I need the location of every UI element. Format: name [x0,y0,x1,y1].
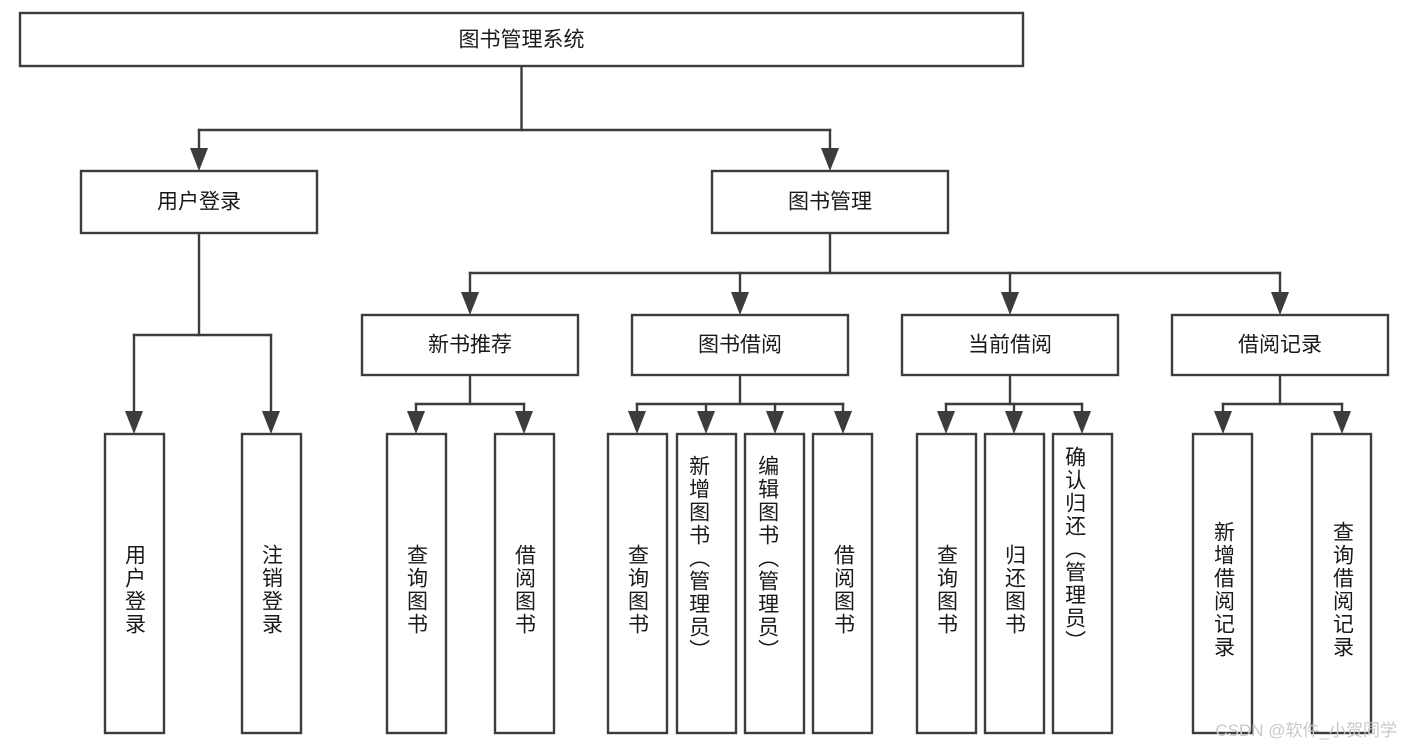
arrow-head-icon [821,148,839,171]
node-book-management[interactable]: 图书管理 [710,169,950,235]
leaf-borrow-record-add[interactable]: 新增借阅记录 [1191,432,1254,735]
leaf-label-current-borrow-confirm: 确认归还（管理员） [1063,446,1087,653]
node-box-leaf [743,432,806,735]
node-box-leaf [1051,432,1114,735]
node-box-leaf [240,432,303,735]
node-box-leaf [983,432,1046,735]
node-box-user-login [79,169,319,235]
leaf-label-borrow-record-add: 新增借阅记录 [1212,521,1236,659]
leaf-book-borrow-edit[interactable]: 编辑图书（管理员） [743,432,806,735]
node-box-leaf [1310,432,1373,735]
leaf-new-book-borrow[interactable]: 借阅图书 [493,432,556,735]
node-box-leaf [1191,432,1254,735]
arrow-head-icon [731,292,749,315]
connectors-borrowrecord-to-leaves [1214,373,1351,434]
arrow-head-icon [1001,292,1019,315]
connectors-newbook-to-leaves [407,373,533,434]
arrow-head-icon [1214,411,1232,434]
node-box-current-borrow [900,313,1120,377]
node-label-user-login: 用户登录 [157,191,241,214]
node-label-book-management: 图书管理 [788,191,872,214]
node-label-current-borrow: 当前借阅 [968,334,1052,357]
leaf-label-current-borrow-return: 归还图书 [1003,544,1027,636]
leaf-label-new-book-query: 查询图书 [405,544,429,636]
node-user-login[interactable]: 用户登录 [79,169,319,235]
arrow-head-icon [697,411,715,434]
node-box-leaf [675,432,738,735]
connectors-bookborrow-to-leaves [628,373,852,434]
arrow-head-icon [1333,411,1351,434]
leaf-label-borrow-record-query: 查询借阅记录 [1331,521,1355,659]
node-box-new-book-recommend [360,313,580,377]
leaf-label-user-login-signin: 用户登录 [123,544,147,636]
leaf-book-borrow-add[interactable]: 新增图书（管理员） [675,432,738,735]
node-box-leaf [385,432,448,735]
leaf-current-borrow-return[interactable]: 归还图书 [983,432,1046,735]
node-label-book-borrow: 图书借阅 [698,334,782,357]
node-box-leaf [606,432,669,735]
arrow-head-icon [515,411,533,434]
arrow-head-icon [407,411,425,434]
node-box-leaf [103,432,166,735]
leaf-borrow-record-query[interactable]: 查询借阅记录 [1310,432,1373,735]
arrow-head-icon [461,292,479,315]
node-label-root: 图书管理系统 [459,29,585,52]
leaf-label-new-book-borrow: 借阅图书 [513,544,537,636]
leaf-current-borrow-query[interactable]: 查询图书 [915,432,978,735]
node-label-borrow-record: 借阅记录 [1238,334,1322,357]
arrow-head-icon [628,411,646,434]
node-label-new-book-recommend: 新书推荐 [428,334,512,357]
leaf-new-book-query[interactable]: 查询图书 [385,432,448,735]
arrow-head-icon [262,411,280,434]
node-book-borrow[interactable]: 图书借阅 [630,313,850,377]
node-box-leaf [915,432,978,735]
node-box-book-management [710,169,950,235]
arrow-head-icon [766,411,784,434]
arrow-head-icon [834,411,852,434]
leaf-user-login-signin[interactable]: 用户登录 [103,432,166,735]
leaf-book-borrow-borrow[interactable]: 借阅图书 [811,432,874,735]
arrow-head-icon [1073,411,1091,434]
node-borrow-record[interactable]: 借阅记录 [1170,313,1390,377]
arrow-head-icon [190,148,208,171]
node-box-leaf [493,432,556,735]
leaf-user-login-signout[interactable]: 注销登录 [240,432,303,735]
arrow-head-icon [1271,292,1289,315]
arrow-head-icon [125,411,143,434]
leaf-book-borrow-query[interactable]: 查询图书 [606,432,669,735]
connectors-currentborrow-to-leaves [937,373,1091,434]
node-box-book-borrow [630,313,850,377]
node-box-borrow-record [1170,313,1390,377]
leaf-label-book-borrow-edit: 编辑图书（管理员） [756,455,780,662]
node-current-borrow[interactable]: 当前借阅 [900,313,1120,377]
leaf-label-book-borrow-borrow: 借阅图书 [832,544,856,636]
connectors-root-to-level2 [190,64,839,171]
leaf-label-user-login-signout: 注销登录 [260,544,284,636]
node-box-root [18,11,1025,68]
arrow-head-icon [937,411,955,434]
connectors-booksys-to-level3 [461,231,1289,315]
leaf-label-current-borrow-query: 查询图书 [935,544,959,636]
arrow-head-icon [1005,411,1023,434]
leaf-label-book-borrow-query: 查询图书 [626,544,650,636]
node-root-system[interactable]: 图书管理系统 [18,11,1025,68]
leaf-label-book-borrow-add: 新增图书（管理员） [687,455,711,662]
connectors-userlogin-to-leaves [125,231,280,434]
node-new-book-recommend[interactable]: 新书推荐 [360,313,580,377]
node-box-leaf [811,432,874,735]
leaf-current-borrow-confirm[interactable]: 确认归还（管理员） [1051,432,1114,735]
